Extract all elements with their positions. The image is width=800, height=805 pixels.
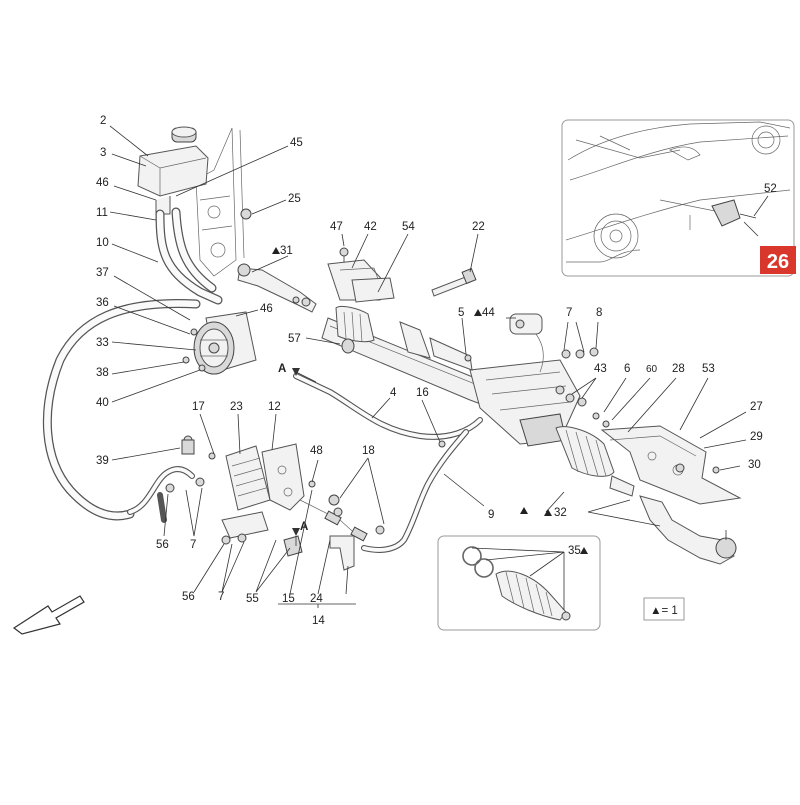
callout-4: 4 [390,387,397,399]
callout-60: 60 [646,364,658,375]
callout-8: 8 [596,307,602,319]
callout-53: 53 [702,363,715,375]
callout-29: 29 [750,431,763,443]
callout-15: 15 [282,593,295,605]
callout-47: 47 [330,221,343,233]
rack-bolt [431,267,477,297]
callout-52: 52 [764,183,777,195]
callout-3: 3 [100,147,106,159]
callout-9: 9 [488,509,494,521]
callout-56-lower: 56 [182,591,195,603]
callout-38: 38 [96,367,109,379]
callout-2: 2 [100,115,106,127]
callout-48: 48 [310,445,323,457]
legend-box: ▲= 1 [643,597,685,621]
callout-46-pump: 46 [260,303,273,315]
callout-33: 33 [96,337,109,349]
inset-badge: 26 [760,246,796,274]
callout-23: 23 [230,401,243,413]
hydraulic-fittings [555,347,610,428]
position-sensor [509,313,544,373]
callout-56: 56 [156,539,169,551]
callout-17: 17 [192,401,205,413]
callout-16: 16 [416,387,429,399]
callout-42: 42 [364,221,377,233]
tie-rod-end-right [639,495,737,565]
group-label-14: 14 [312,615,325,627]
callout-40: 40 [96,397,109,409]
pressure-lines [293,373,483,571]
fasteners [165,208,720,545]
callout-7-lower: 7 [218,591,224,603]
heat-shield [600,425,742,505]
boot-kit-inset [437,535,601,631]
svg-text:A: A [278,363,286,375]
fluid-reservoir [137,126,209,215]
svg-text:26: 26 [767,251,789,273]
callout-11: 11 [96,207,108,219]
callout-55: 55 [246,593,259,605]
callout-32: 32 [554,507,567,519]
callout-54: 54 [402,221,415,233]
vehicle-inset [561,119,795,277]
callout-7: 7 [190,539,196,551]
steering-rack [321,305,635,497]
callout-5: 5 [458,307,464,319]
callout-46: 46 [96,177,109,189]
oil-cooler [221,443,305,557]
callout-45: 45 [290,137,303,149]
rack-mount-bracket [327,247,395,303]
callout-57: 57 [288,333,301,345]
callout-37: 37 [96,267,109,279]
hose-assembly [42,207,223,523]
direction-arrow [12,595,85,635]
callout-24: 24 [310,593,323,605]
callout-12: 12 [268,401,281,413]
callout-6: 6 [624,363,630,375]
legend-text: ▲= 1 [650,605,678,617]
callout-10: 10 [96,237,109,249]
callout-39: 39 [96,455,109,467]
body-structure [195,127,245,277]
callout-7-right: 7 [566,307,572,319]
callout-30: 30 [748,459,761,471]
callout-18: 18 [362,445,375,457]
callout-31: 31 [280,245,293,257]
callout-27: 27 [750,401,763,413]
callout-44: 44 [482,307,495,319]
callout-28: 28 [672,363,685,375]
callout-25: 25 [288,193,301,205]
callout-labels: 2 3 46 11 10 37 36 33 38 40 39 56 7 56 7… [96,115,777,627]
steering-pump [193,311,257,375]
callout-36: 36 [96,297,109,309]
leader-lines [109,125,769,610]
callout-22: 22 [472,221,485,233]
callout-35: 35 [568,545,581,557]
callout-43: 43 [594,363,607,375]
